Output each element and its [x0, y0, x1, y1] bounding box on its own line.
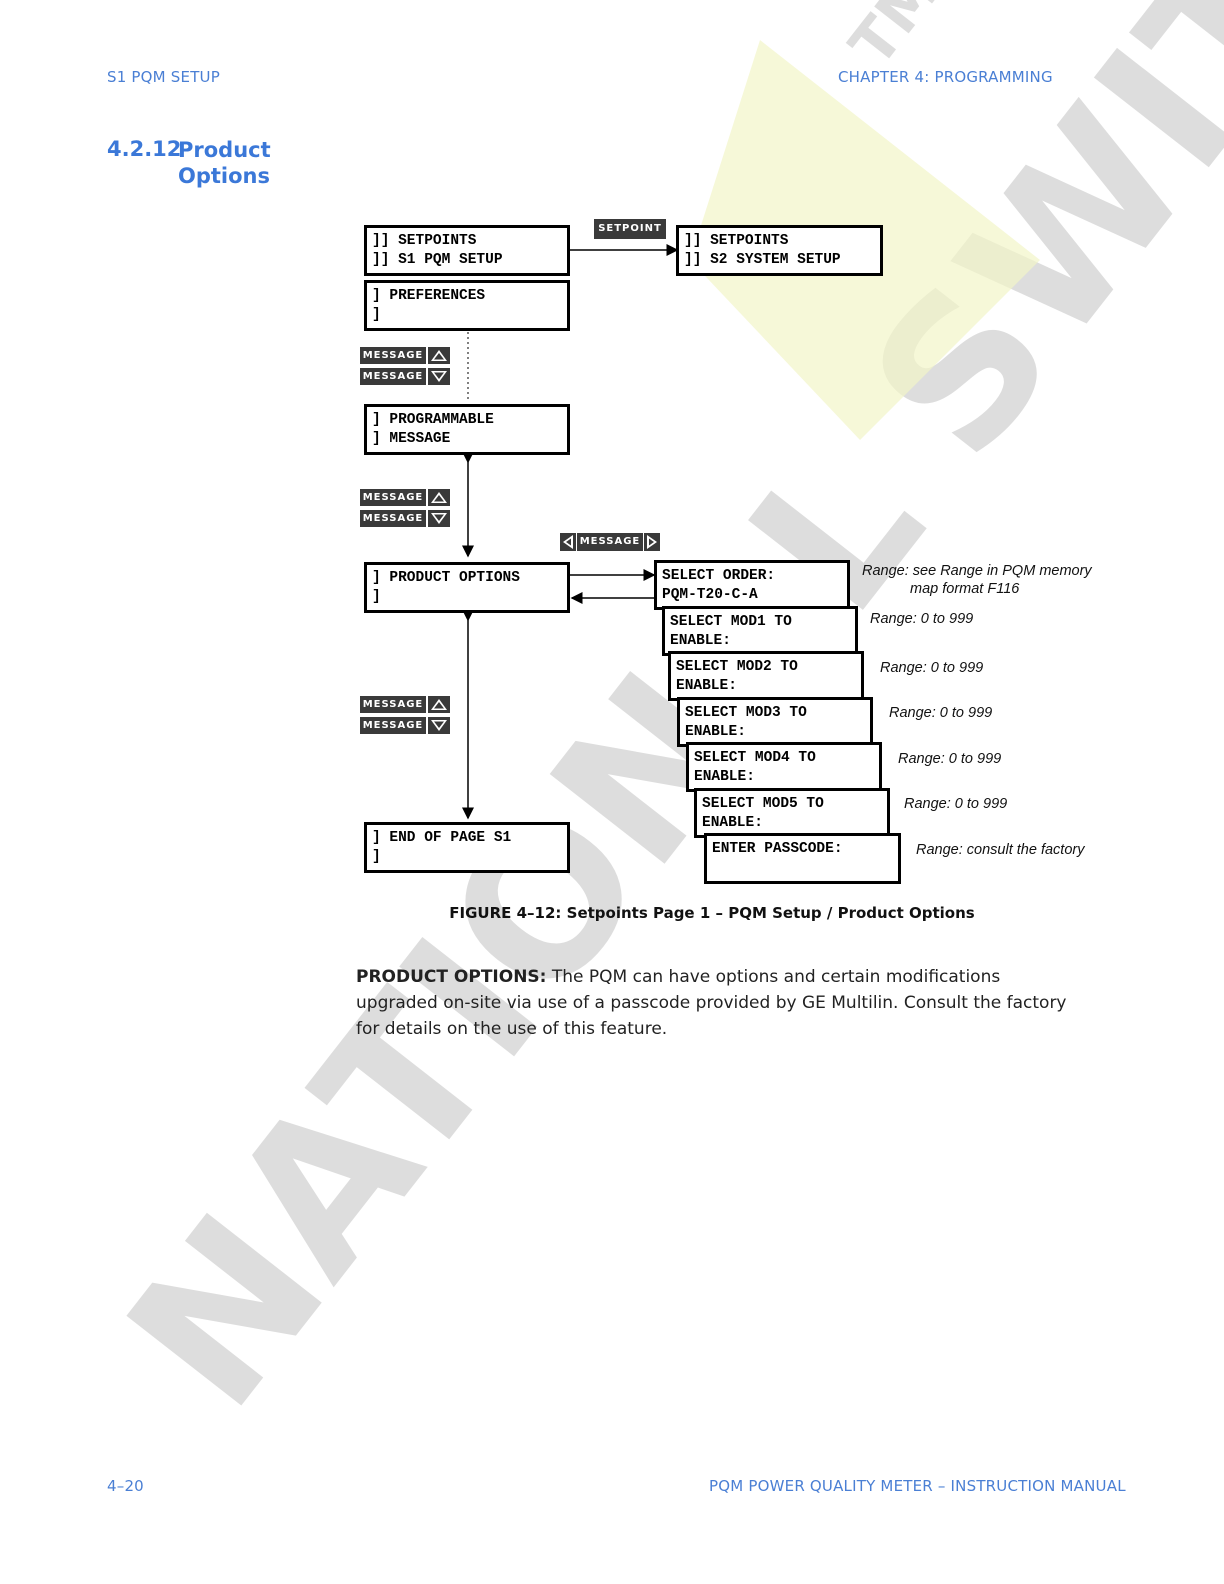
range-mod3: Range: 0 to 999: [889, 705, 993, 721]
screen-line: ENABLE:: [702, 815, 763, 831]
screen-line: SELECT MOD3 TO: [685, 705, 807, 721]
screen-line: ]: [372, 307, 381, 323]
header-left: S1 PQM SETUP: [107, 68, 220, 86]
range-passcode: Range: consult the factory: [916, 842, 1085, 858]
arrow-up-icon: [428, 696, 450, 713]
screen-s1-pqm-setup: ]] SETPOINTS ]] S1 PQM SETUP: [364, 225, 570, 276]
header-right: CHAPTER 4: PROGRAMMING: [838, 68, 1053, 86]
screen-select-mod5: SELECT MOD5 TO ENABLE:: [694, 788, 890, 838]
range-line: map format F116: [910, 581, 1020, 597]
screen-line: ] PRODUCT OPTIONS: [372, 570, 520, 586]
screen-line: PQM-T20-C-A: [662, 587, 758, 603]
screen-line: ] PREFERENCES: [372, 288, 486, 304]
screen-s2-system-setup: ]] SETPOINTS ]] S2 SYSTEM SETUP: [676, 225, 883, 276]
message-left-right-key: MESSAGE: [577, 533, 643, 551]
range-mod1: Range: 0 to 999: [870, 611, 974, 627]
screen-product-options: ] PRODUCT OPTIONS ]: [364, 562, 570, 613]
screen-select-mod2: SELECT MOD2 TO ENABLE:: [668, 651, 864, 701]
message-down-key: MESSAGE: [360, 717, 426, 734]
screen-line: ]: [372, 589, 381, 605]
body-paragraph: PRODUCT OPTIONS: The PQM can have option…: [356, 964, 1072, 1042]
range-select-order: Range: see Range in PQM memory map format…: [862, 562, 1092, 598]
range-mod2: Range: 0 to 999: [880, 660, 984, 676]
screen-line: ENABLE:: [685, 724, 746, 740]
screen-line: SELECT ORDER:: [662, 568, 776, 584]
screen-line: ] END OF PAGE S1: [372, 830, 512, 846]
range-line: Range: see Range in PQM memory: [862, 563, 1092, 579]
screen-line: ]] S1 PQM SETUP: [372, 252, 503, 268]
body-lead: PRODUCT OPTIONS:: [356, 967, 547, 987]
screen-end-of-page: ] END OF PAGE S1 ]: [364, 822, 570, 873]
range-mod4: Range: 0 to 999: [898, 751, 1002, 767]
footer-manual-title: PQM POWER QUALITY METER – INSTRUCTION MA…: [709, 1477, 1126, 1495]
screen-line: ] PROGRAMMABLE: [372, 412, 494, 428]
screen-line: ]: [372, 849, 381, 865]
screen-select-mod3: SELECT MOD3 TO ENABLE:: [677, 697, 873, 747]
screen-line: ENABLE:: [670, 633, 731, 649]
arrow-up-icon: [428, 489, 450, 506]
figure-caption: FIGURE 4–12: Setpoints Page 1 – PQM Setu…: [449, 904, 975, 922]
range-mod5: Range: 0 to 999: [904, 796, 1008, 812]
screen-enter-passcode: ENTER PASSCODE:: [704, 833, 901, 884]
footer-page-number: 4–20: [107, 1477, 144, 1495]
screen-line: ]] SETPOINTS: [684, 233, 789, 249]
body-text: The PQM can have options and certain mod…: [356, 967, 1067, 1039]
arrow-down-icon: [428, 510, 450, 527]
screen-preferences: ] PREFERENCES ]: [364, 280, 570, 331]
arrow-down-icon: [428, 717, 450, 734]
screen-line: SELECT MOD1 TO: [670, 614, 792, 630]
arrow-down-icon: [428, 368, 450, 385]
screen-line: ENABLE:: [694, 769, 755, 785]
message-up-key: MESSAGE: [360, 696, 426, 713]
screen-line: SELECT MOD5 TO: [702, 796, 824, 812]
screen-line: SELECT MOD4 TO: [694, 750, 816, 766]
setpoint-key: SETPOINT: [594, 219, 666, 239]
message-down-key: MESSAGE: [360, 368, 426, 385]
arrow-right-icon: [644, 533, 660, 551]
screen-select-order: SELECT ORDER: PQM-T20-C-A: [654, 560, 850, 610]
section-number: 4.2.12: [107, 137, 182, 161]
message-up-key: MESSAGE: [360, 347, 426, 364]
screen-line: ENABLE:: [676, 678, 737, 694]
screen-line: ]] S2 SYSTEM SETUP: [684, 252, 841, 268]
arrow-left-icon: [560, 533, 576, 551]
screen-line: ENTER PASSCODE:: [712, 841, 843, 857]
screen-line: ] MESSAGE: [372, 431, 451, 447]
screen-line: ]] SETPOINTS: [372, 233, 477, 249]
screen-select-mod4: SELECT MOD4 TO ENABLE:: [686, 742, 882, 792]
screen-select-mod1: SELECT MOD1 TO ENABLE:: [662, 606, 858, 656]
screen-programmable-message: ] PROGRAMMABLE ] MESSAGE: [364, 404, 570, 455]
screen-line: SELECT MOD2 TO: [676, 659, 798, 675]
message-up-key: MESSAGE: [360, 489, 426, 506]
message-down-key: MESSAGE: [360, 510, 426, 527]
section-title: Product Options: [178, 138, 271, 188]
arrow-up-icon: [428, 347, 450, 364]
